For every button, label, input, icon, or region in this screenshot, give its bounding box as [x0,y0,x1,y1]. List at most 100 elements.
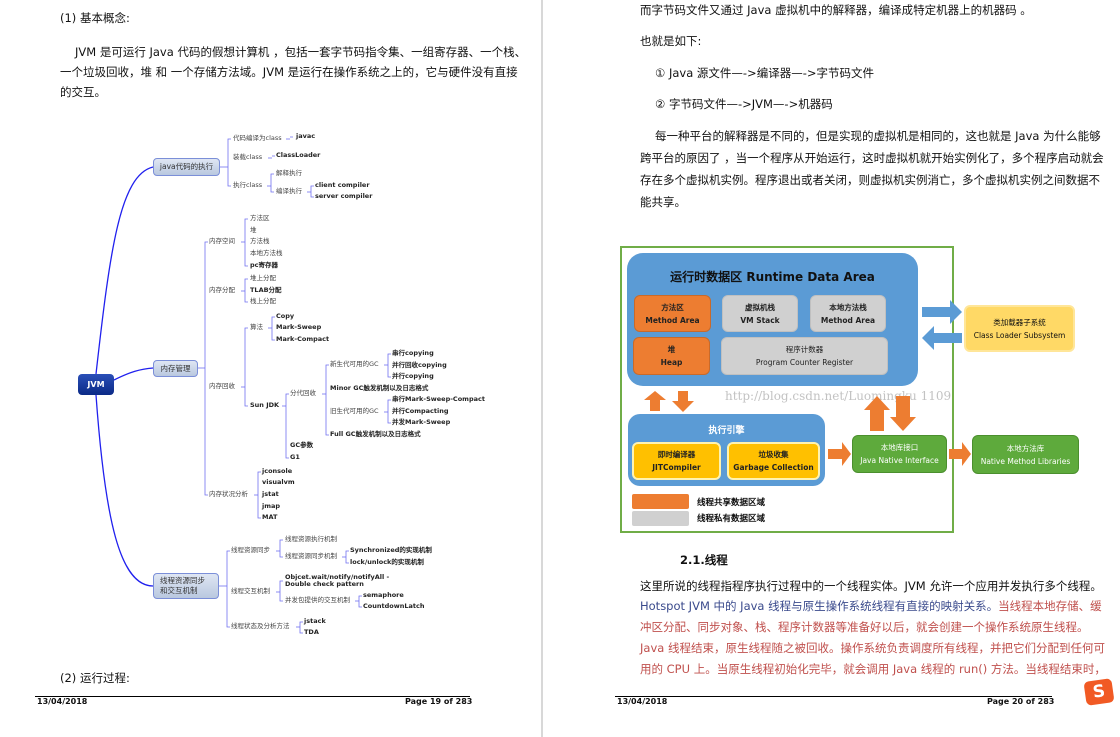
watermark: http://blog.csdn.net/Luomingku 1109 [725,389,952,403]
mindmap-bracket [279,580,283,602]
mindmap-node: 方法栈 [250,237,270,245]
heap-box: 堆 Heap [633,337,710,375]
paragraph-line: 而字节码文件又通过 Java 虚拟机中的解释器，编译成特定机器上的机器码 。 [640,3,1032,17]
page-divider [541,0,543,737]
mindmap-node: MAT [262,513,278,521]
mindmap-node: visualvm [262,478,295,486]
paragraph-line: 也就是如下: [640,34,702,48]
text-blue: Hotspot JVM 中的 Java 线程与原生操作系统线程有直接的映射关系。 [640,599,999,613]
mindmap-node: 堆 [250,226,257,234]
mindmap-node: 算法 [250,323,263,331]
paragraph-line-red: Java 线程结束，原生线程随之被回收。操作系统负责调度所有线程，并把它们分配到… [640,641,1105,655]
label: VM Stack [740,315,780,325]
mindmap-node: 堆上分配 [250,274,276,282]
mindmap-node: 线程资源同步机制 [285,552,337,560]
mindmap-node: 分代回收 [290,389,316,397]
mindmap-node: 线程状态及分析方法 [231,622,290,630]
text-red: 当线程本地存储、缓 [998,599,1102,613]
list-item: ① Java 源文件—->编译器—->字节码文件 [655,66,874,80]
mindmap-node: Double check pattern [285,580,364,588]
mindmap-node: Mark-Sweep [276,323,322,331]
diagram-frame [620,246,954,533]
mindmap-java-exec: java代码的执行 [153,158,220,176]
paragraph-line-red: 用的 CPU 上。当原生线程初始化完毕，就会调用 Java 线程的 run() … [640,662,1106,676]
mindmap-bracket [227,138,231,187]
mindmap-node: G1 [290,453,300,461]
mindmap-node: lock/unlock的实现机制 [350,558,424,566]
paragraph-line: 的交互。 [60,85,106,99]
paragraph-line: 存在多个虚拟机实例。程序退出或者关闭，则虚拟机实例消亡，多个虚拟机实例之间数据不 [640,173,1100,187]
mindmap-node: 本地方法栈 [250,249,283,257]
label: Native Method Libraries [980,456,1071,466]
mindmap-node: TLAB分配 [250,286,282,294]
mindmap-bracket [387,399,391,424]
mindmap-node: javac [296,132,316,140]
mindmap-node: client compiler [315,181,370,189]
mindmap-node: 并发包提供的交互机制 [285,596,350,604]
method-area-box: 方法区 Method Area [634,295,711,332]
mindmap-node: GC参数 [290,441,314,449]
label: Heap [660,358,683,367]
runtime-title: 运行时数据区 Runtime Data Area [670,270,875,284]
mindmap-bracket [271,316,275,341]
mindmap-connectors [95,136,391,634]
label: 本地方法栈 [829,302,867,312]
mindmap-bracket [270,173,274,193]
mindmap-node: 线程交互机制 [231,587,270,595]
mindmap-node: Objcet.wait/notify/notifyAll - [285,573,390,581]
footer-date: 13/04/2018 [37,697,88,706]
legend-shared-label: 线程共享数据区域 [697,498,766,508]
heading-basic-concept: (1) 基本概念: [60,11,130,25]
mindmap-node: pc寄存器 [250,261,279,269]
mindmap-node: Sun JDK [250,401,280,409]
footer-date: 13/04/2018 [617,697,668,706]
mindmap-node: jmap [262,502,281,510]
legend-shared-swatch [632,494,689,509]
arrow-right-icon [828,442,851,466]
mindmap-node: Mark-Compact [276,335,330,343]
mindmap-node: Minor GC触发机制以及日志格式 [330,384,429,392]
label: Garbage Collection [733,463,814,472]
label: 垃圾收集 [758,450,789,459]
mindmap-node: 内存空间 [209,237,235,245]
mindmap-node: 并行回收copying [392,361,447,369]
paragraph-line-red: 冲区分配、同步对象、栈、程序计数器等准备好以后，就会创建一个操作系统原生线程。 [640,620,1089,634]
mindmap-curve [95,394,154,587]
arrow-up-icon [644,391,666,411]
mindmap-bracket [279,539,283,558]
arrow-down-icon [890,396,916,431]
mindmap-node: CountdownLatch [363,602,425,610]
garbage-collection-box: 垃圾收集 Garbage Collection [727,442,820,480]
label: 本地方法库 [1006,443,1045,453]
mindmap-node: 内存回收 [209,382,235,390]
native-libraries-box: 本地方法库 Native Method Libraries [972,435,1079,474]
mindmap-node: ClassLoader [276,151,321,159]
mindmap-node: server compiler [315,192,373,200]
label: 方法区 [661,302,684,312]
footer-rule [615,696,1052,697]
label: 堆 [667,345,676,354]
sogou-input-icon[interactable]: S [1083,678,1115,706]
label: 类加载器子系统 [993,317,1046,327]
label: 即时编译器 [657,450,696,459]
mindmap-node: jstat [262,490,279,498]
mindmap-thread-sync: 线程资源同步和交互机制 [153,573,219,599]
mindmap-bracket [285,393,289,459]
label: Program Counter Register [755,358,854,367]
arrow-right-icon [922,300,962,324]
mindmap-bracket [204,241,208,496]
arrow-left-icon [922,326,962,350]
mindmap-node: 装载class [233,153,263,161]
mindmap-node: 代码编译为class [233,134,282,142]
mindmap-bracket [299,621,303,634]
section-heading-thread: 2.1.线程 [680,553,728,567]
heading-run-process: (2) 运行过程: [60,671,130,685]
mindmap-bracket [358,595,362,608]
mindmap-node: jconsole [262,467,293,475]
label: Method Area [645,315,700,325]
mindmap-node: Copy [276,312,295,320]
